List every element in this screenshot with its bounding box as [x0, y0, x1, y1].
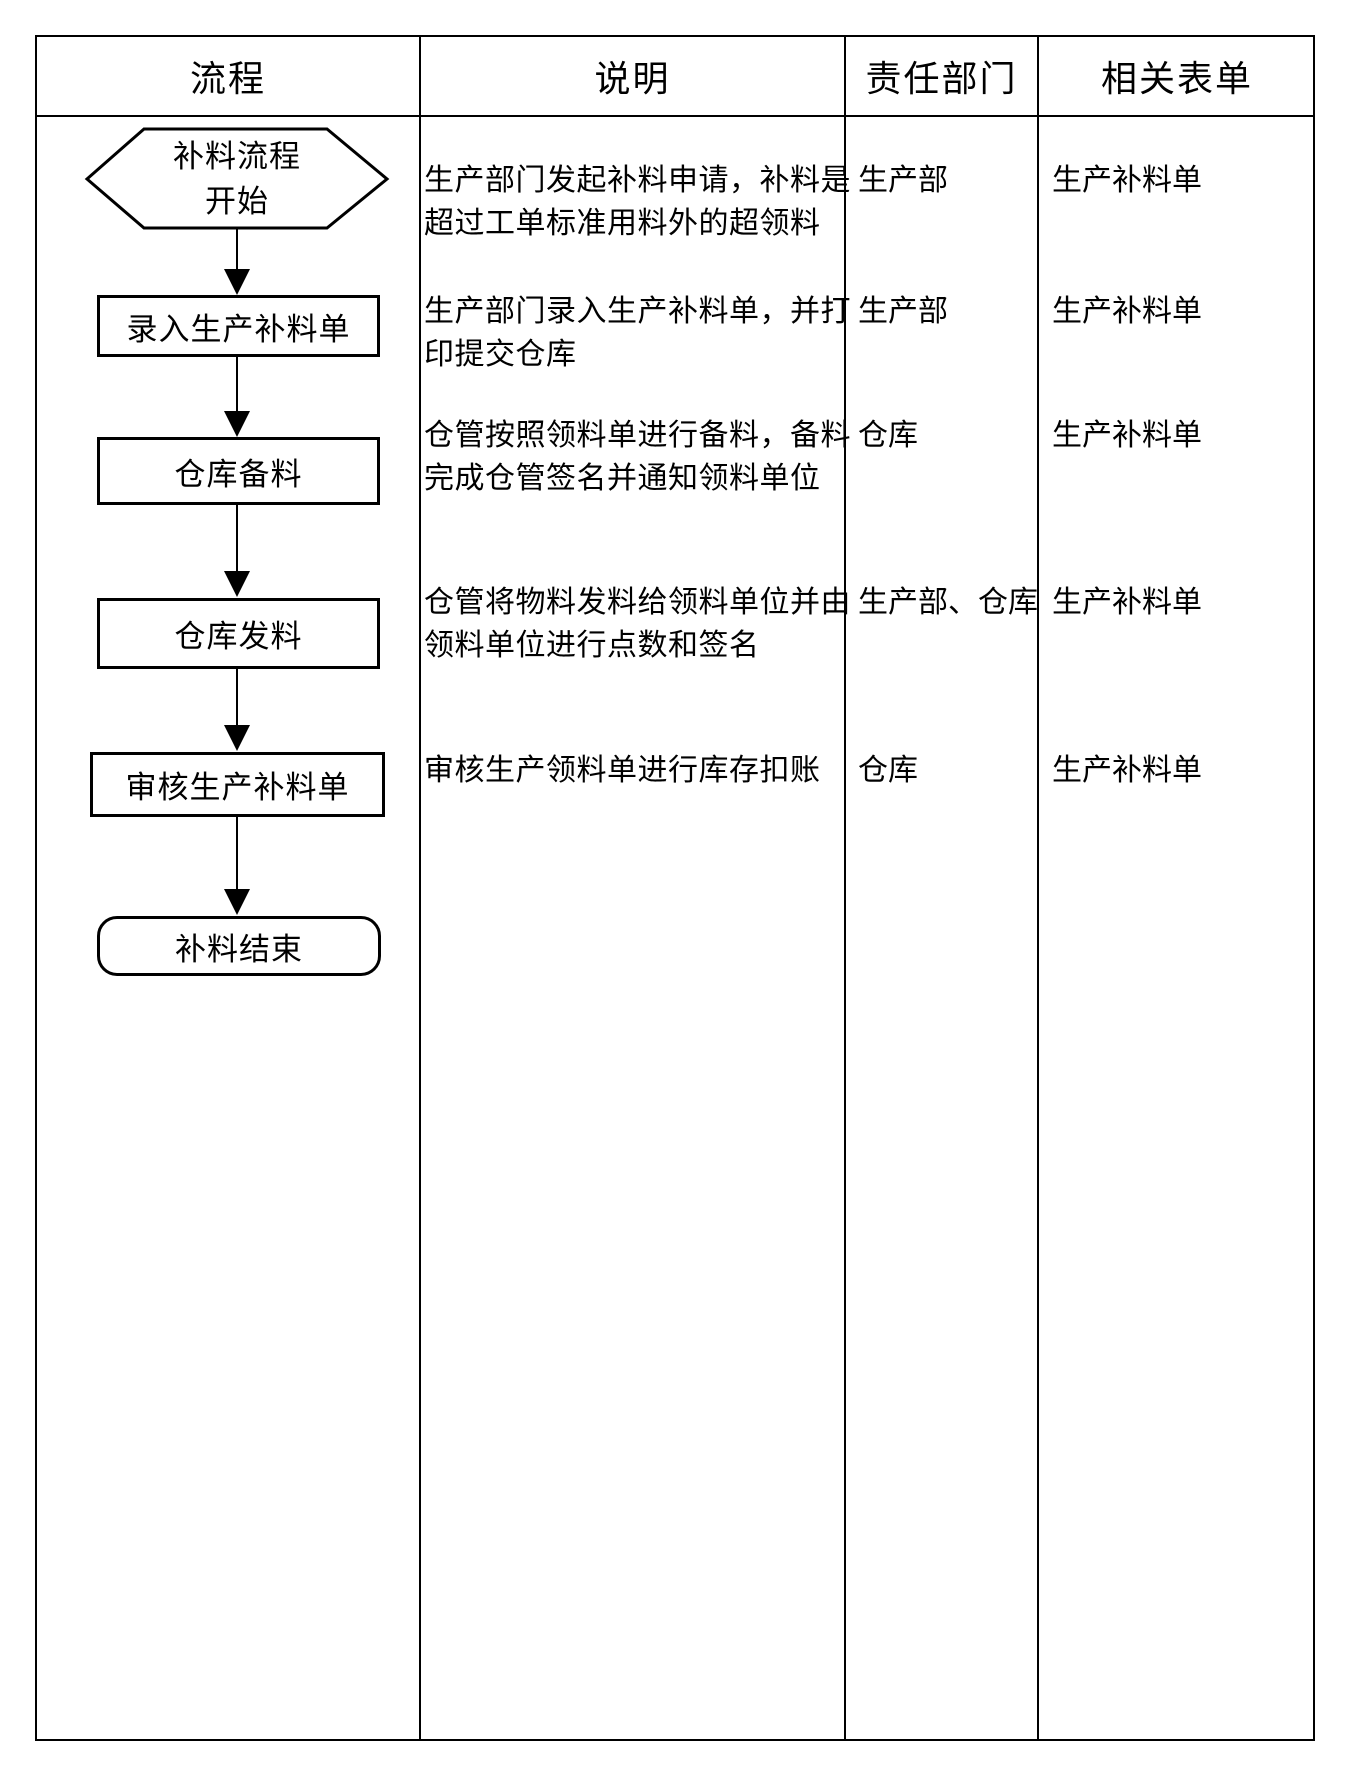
column-divider-1 [419, 35, 421, 1741]
row-1-department: 生产部 [858, 164, 948, 197]
row-4-form: 生产补料单 [1052, 586, 1202, 619]
column-header-description: 说明 [594, 59, 671, 99]
row-2-department: 生产部 [858, 295, 948, 328]
column-divider-2 [844, 35, 846, 1741]
start-node-label-line1: 补料流程 [173, 139, 301, 174]
flow-arrow-1-line [236, 228, 238, 271]
end-node: 补料结束 [97, 916, 381, 976]
column-divider-3 [1037, 35, 1039, 1741]
flow-arrow-2-line [236, 357, 238, 413]
row-3-description: 仓管按照领料单进行备料，备料 完成仓管签名并通知领料单位 [424, 419, 851, 495]
process-box-warehouse-issue: 仓库发料 [97, 598, 380, 669]
process-box-audit-replenish-order: 审核生产补料单 [90, 752, 385, 817]
row-5-description: 审核生产领料单进行库存扣账 [424, 754, 821, 787]
flow-arrow-1-head [224, 269, 250, 295]
column-header-department: 责任部门 [865, 59, 1018, 99]
flow-arrow-5-line [236, 817, 238, 891]
flow-arrow-4-line [236, 669, 238, 727]
row-5-department: 仓库 [858, 754, 918, 787]
row-4-department: 生产部、仓库 [858, 586, 1038, 619]
flow-arrow-3-line [236, 505, 238, 573]
flow-arrow-4-head [224, 725, 250, 751]
start-node: 补料流程 开始 [84, 134, 390, 224]
row-5-form: 生产补料单 [1052, 754, 1202, 787]
row-1-description: 生产部门发起补料申请，补料是 超过工单标准用料外的超领料 [424, 164, 851, 240]
row-3-form: 生产补料单 [1052, 419, 1202, 452]
row-2-form: 生产补料单 [1052, 295, 1202, 328]
process-box-enter-replenish-order: 录入生产补料单 [97, 295, 380, 357]
row-1-form: 生产补料单 [1052, 164, 1202, 197]
column-header-process: 流程 [189, 59, 266, 99]
flow-arrow-5-head [224, 889, 250, 915]
flow-arrow-2-head [224, 411, 250, 437]
process-box-warehouse-prepare: 仓库备料 [97, 437, 380, 505]
column-header-forms: 相关表单 [1100, 59, 1253, 99]
row-3-department: 仓库 [858, 419, 918, 452]
header-divider [35, 115, 1315, 117]
table-border [35, 35, 1315, 1741]
start-node-label-line2: 开始 [205, 184, 269, 219]
row-4-description: 仓管将物料发料给领料单位并由 领料单位进行点数和签名 [424, 586, 851, 662]
start-hexagon-shape [84, 127, 390, 230]
row-2-description: 生产部门录入生产补料单，并打 印提交仓库 [424, 295, 851, 371]
flow-arrow-3-head [224, 571, 250, 597]
